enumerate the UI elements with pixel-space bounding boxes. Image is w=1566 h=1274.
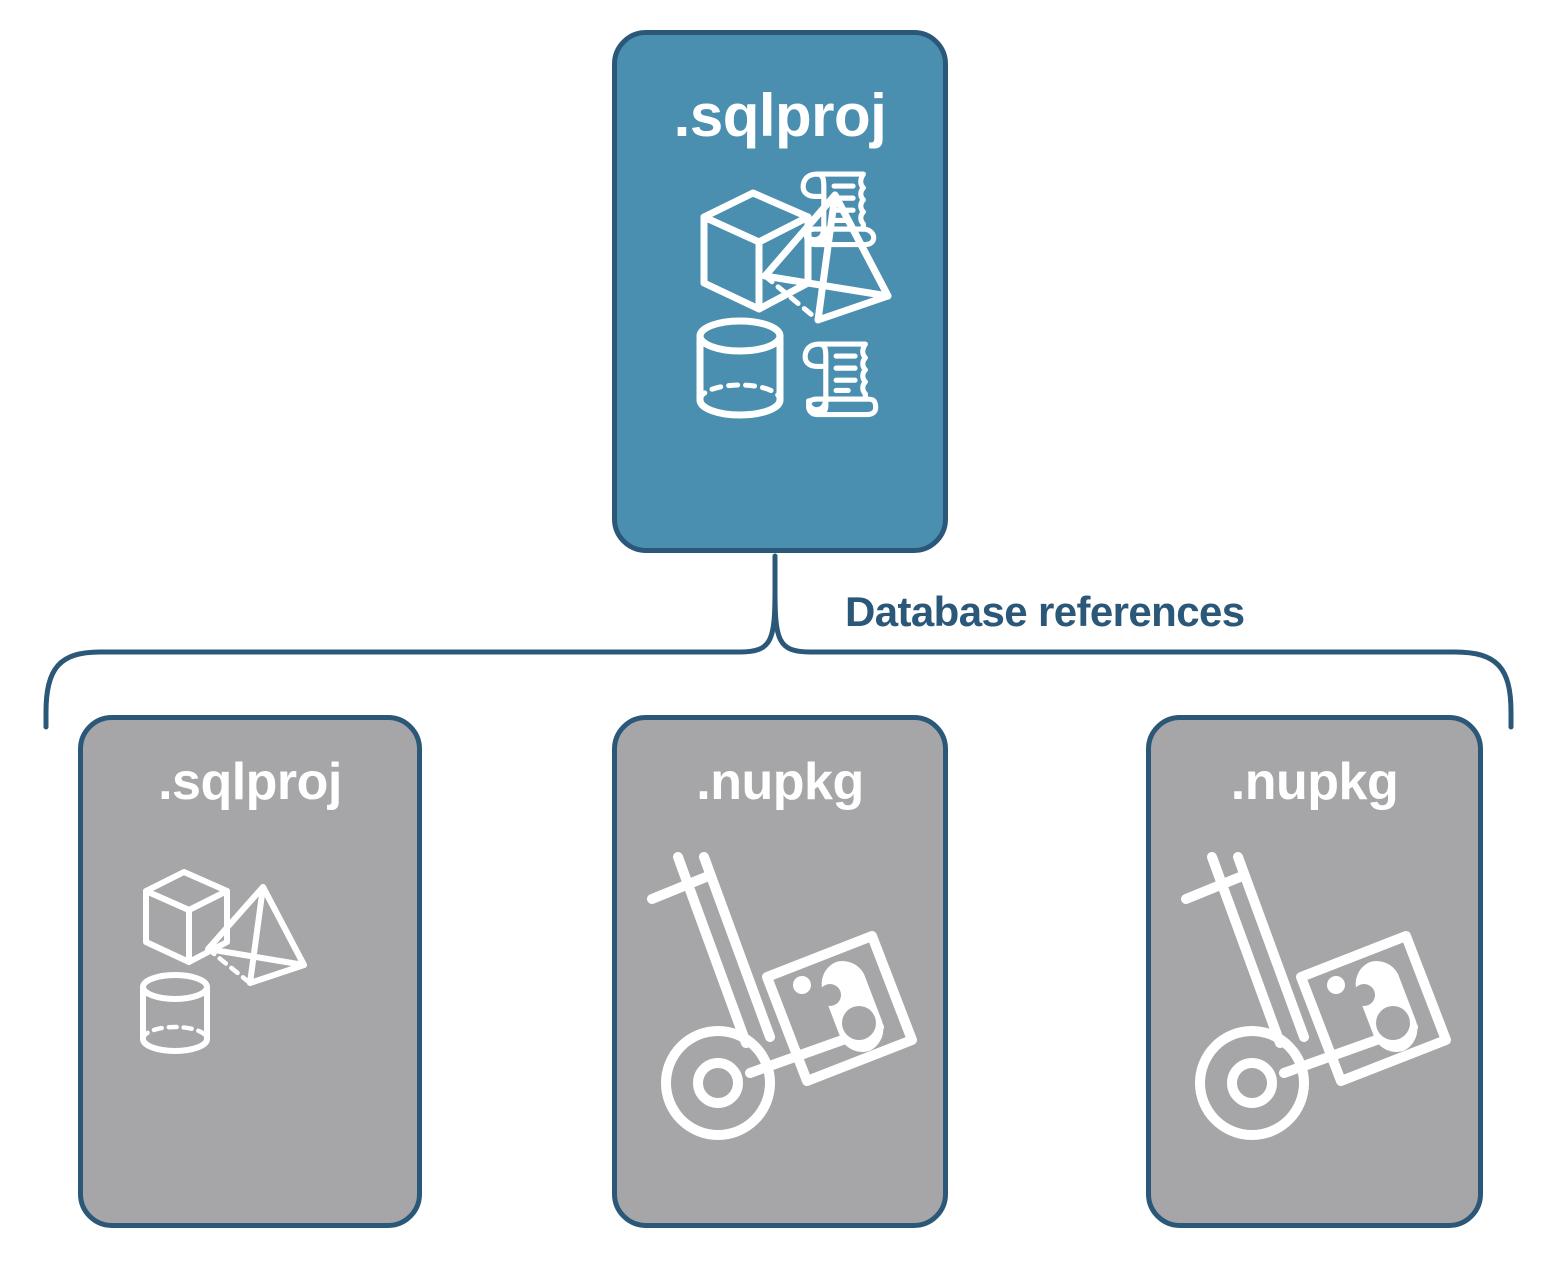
node-title: .sqlproj (158, 753, 342, 811)
hand-truck-package-icon (1181, 852, 1451, 1140)
brace-right (772, 587, 1514, 730)
reference-3-icon-cluster (1181, 852, 1451, 1140)
reference-1-icon-cluster (140, 869, 307, 1054)
node-title: .sqlproj (673, 82, 887, 149)
hand-truck-package-icon (647, 852, 917, 1140)
cylinder-icon (696, 317, 784, 419)
node-title: .nupkg (1230, 753, 1399, 811)
scroll-icon (802, 341, 879, 418)
cube-icon (700, 189, 812, 313)
node-title: .nupkg (696, 753, 864, 811)
cylinder-icon (140, 972, 210, 1054)
pyramid-icon (761, 191, 892, 324)
reference-2-icon-cluster (647, 852, 917, 1140)
pyramid-icon (205, 884, 307, 986)
connector-label: Database references (845, 588, 1245, 635)
brace-left (43, 587, 778, 730)
scroll-icon (800, 171, 877, 248)
root-icon-cluster (696, 171, 892, 419)
